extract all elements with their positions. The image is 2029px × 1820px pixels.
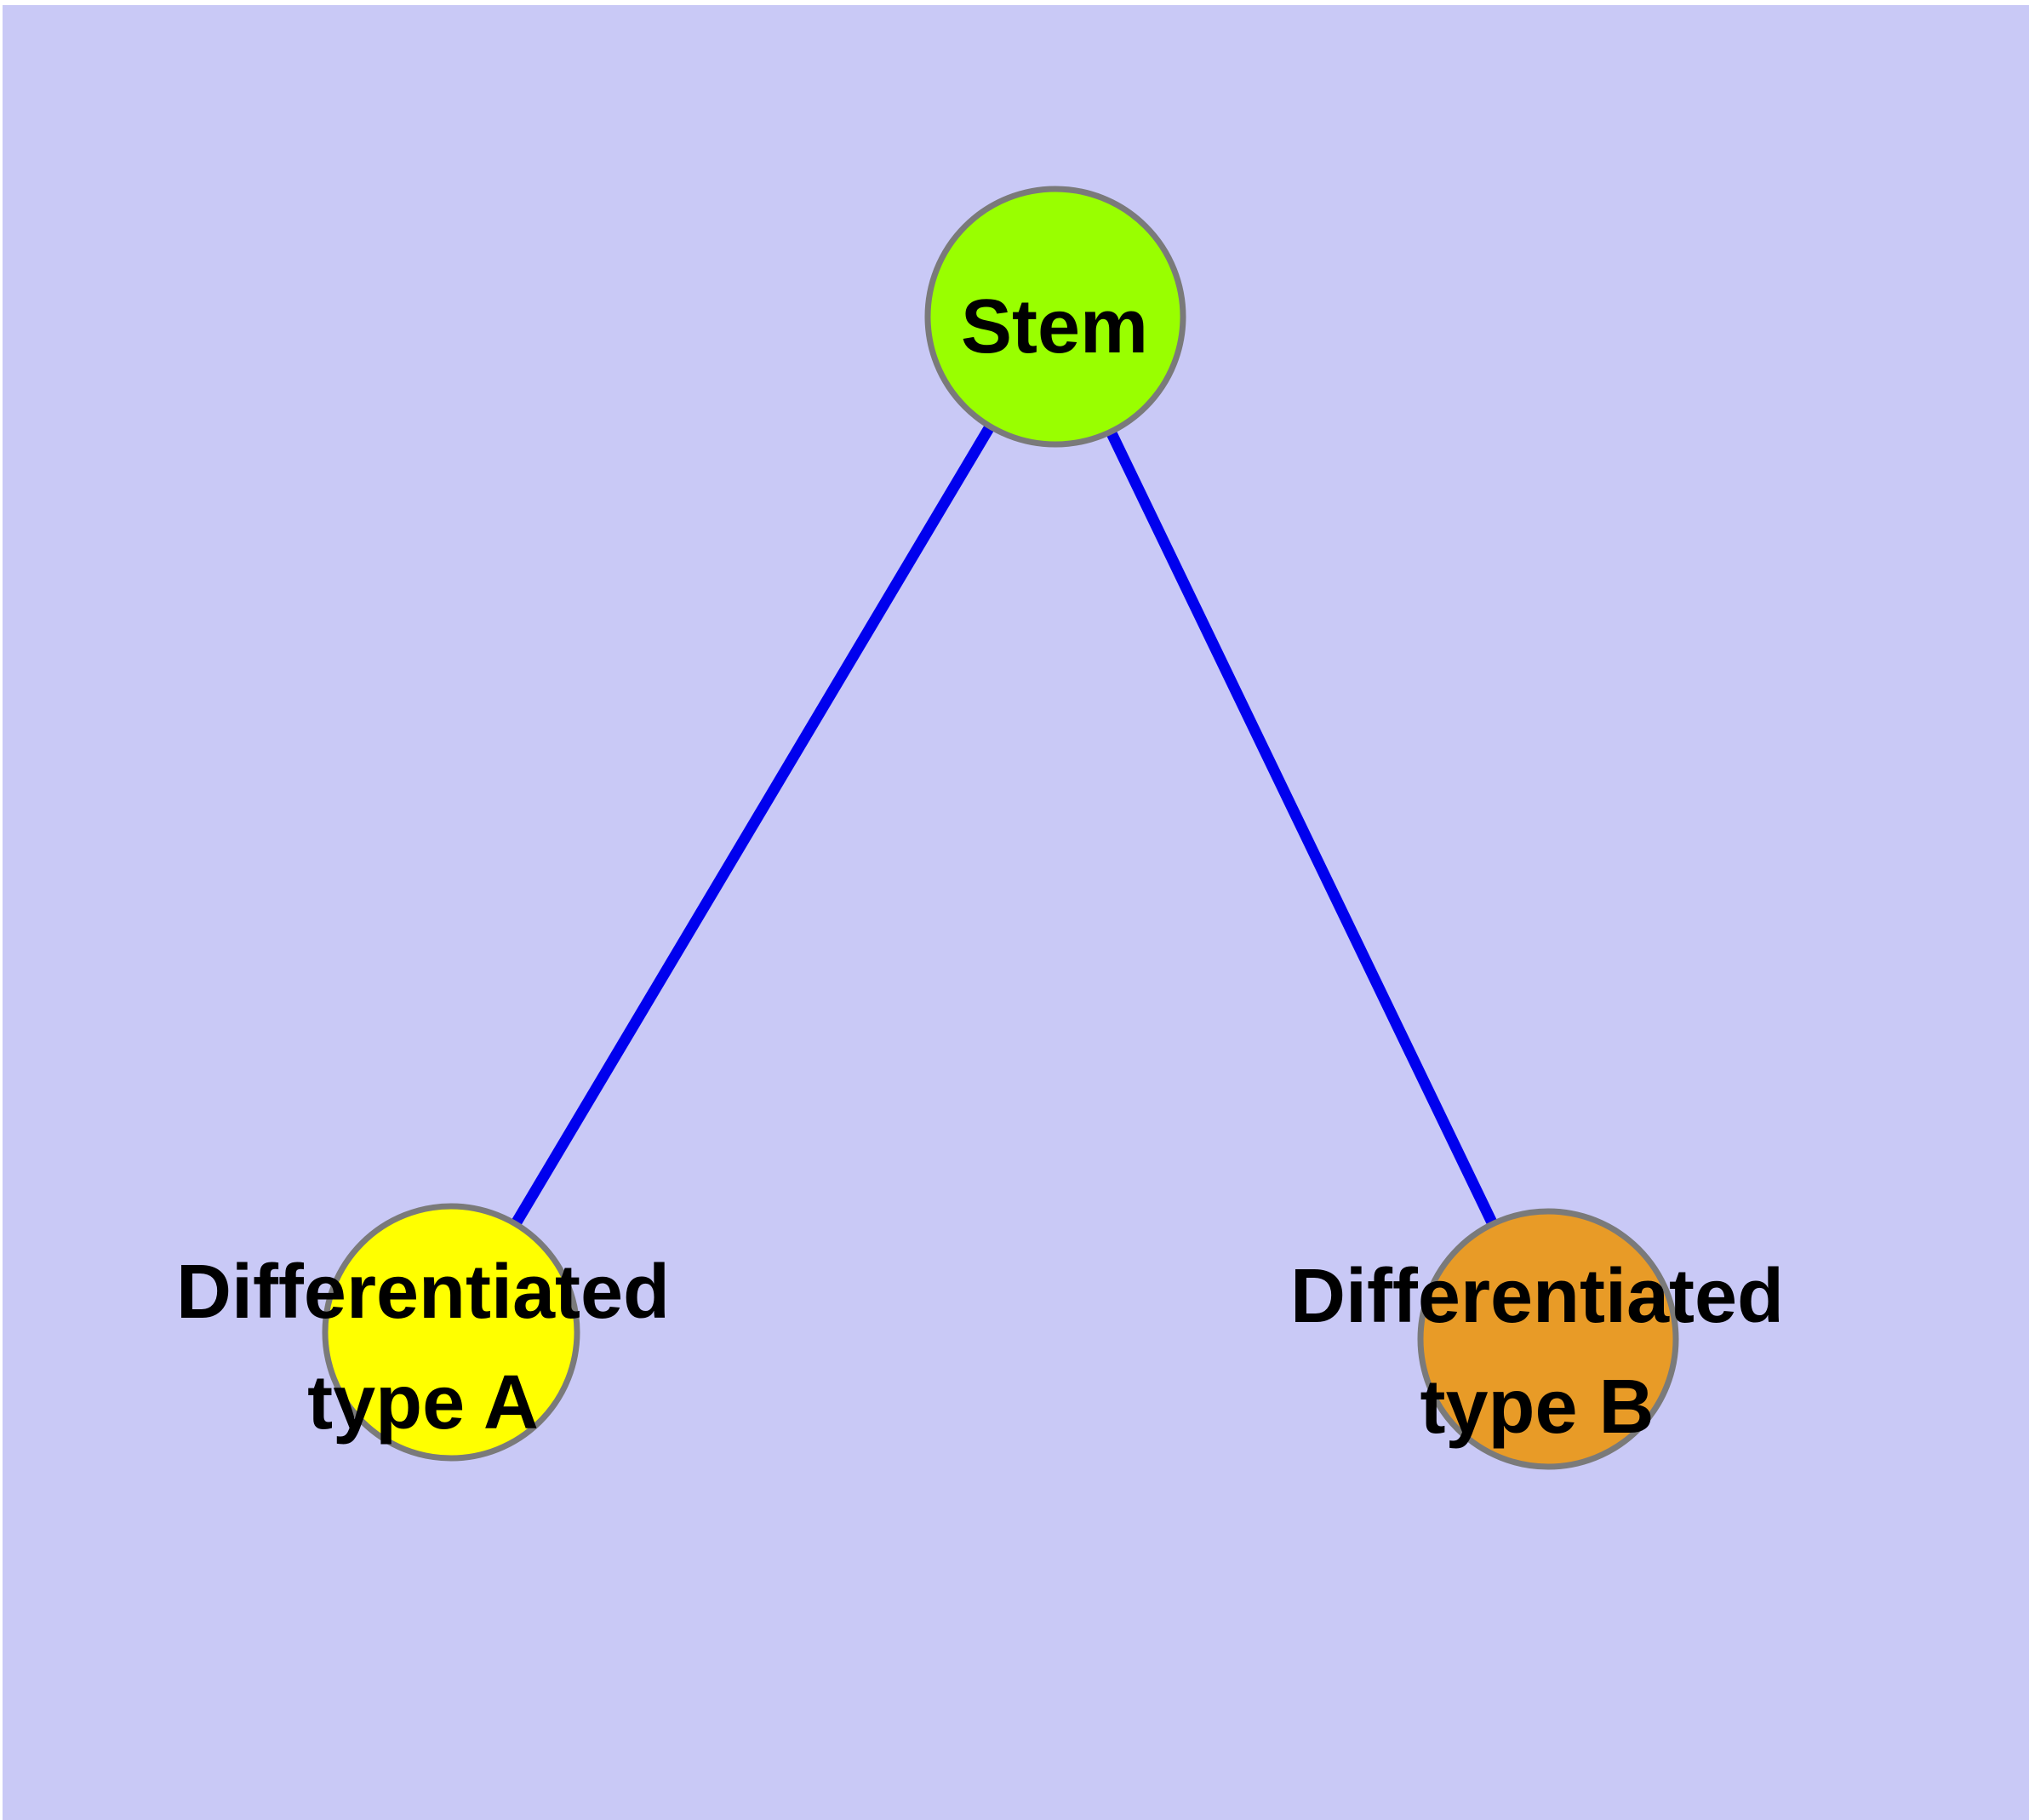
type-a-label-line-1: Differentiated xyxy=(176,1250,670,1335)
type-b-label-line-2: type B xyxy=(1420,1365,1654,1450)
differentiated-type-b-node xyxy=(1417,1208,1679,1470)
stem-node-label: Stem xyxy=(961,284,1148,369)
type-a-label-line-2: type A xyxy=(307,1360,539,1445)
type-b-label-line-1: Differentiated xyxy=(1290,1254,1784,1339)
edge-stem-to-type-b xyxy=(1050,314,1553,1342)
differentiated-type-a-node xyxy=(322,1203,580,1462)
stem-node xyxy=(924,186,1186,448)
edge-stem-to-type-a xyxy=(446,313,1060,1336)
